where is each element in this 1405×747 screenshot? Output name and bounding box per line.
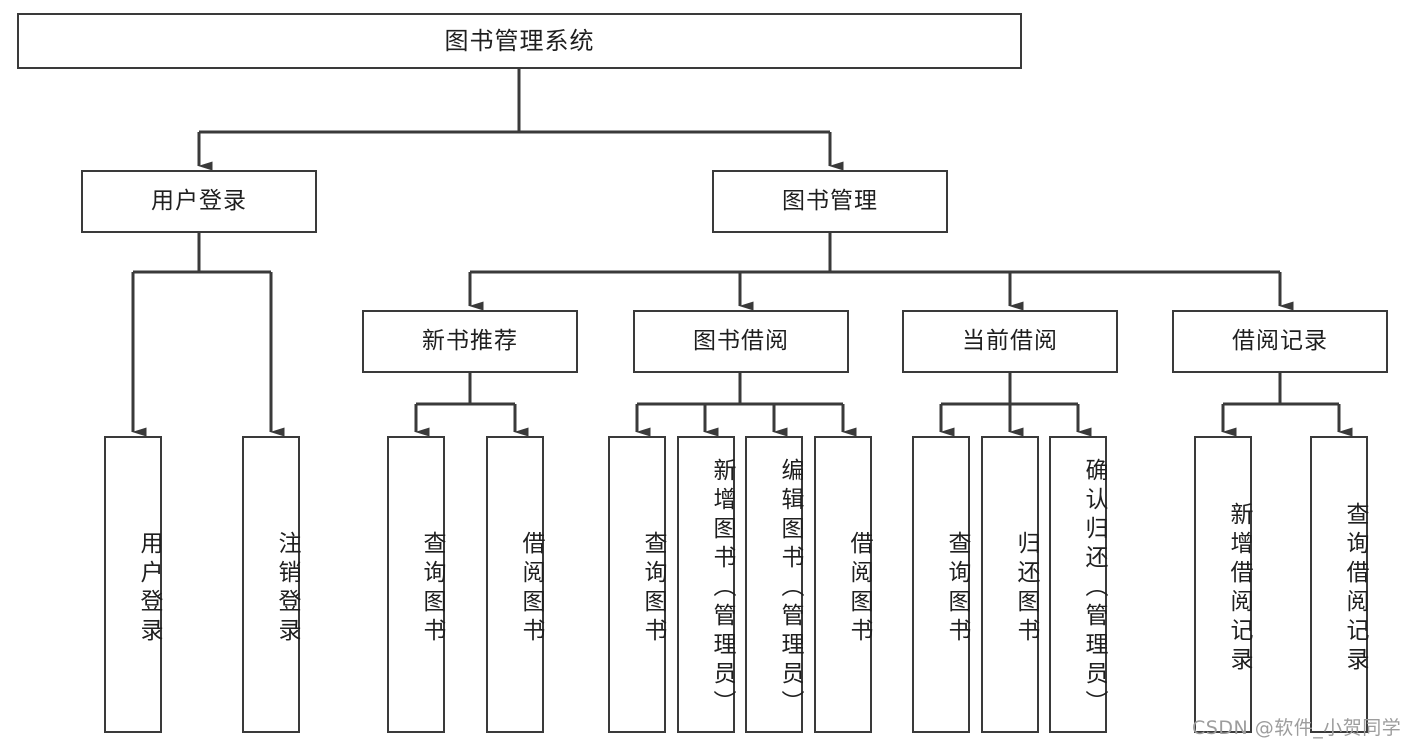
leaf-current-query-book[interactable]: 查询图书 [912, 436, 970, 733]
node-book-borrow[interactable]: 图书借阅 [633, 310, 849, 373]
node-label: 图书借阅 [693, 327, 789, 354]
node-label: 新书推荐 [422, 327, 518, 354]
leaf-user-login[interactable]: 用户登录 [104, 436, 162, 733]
node-label: 当前借阅 [962, 327, 1058, 354]
leaf-record-add[interactable]: 新增借阅记录 [1194, 436, 1252, 733]
node-book-manage[interactable]: 图书管理 [712, 170, 948, 233]
node-label: 新增图书（管理员） [709, 458, 735, 719]
leaf-borrow-add-book[interactable]: 新增图书（管理员） [677, 436, 735, 733]
node-label: 用户登录 [136, 530, 162, 647]
node-current-borrow[interactable]: 当前借阅 [902, 310, 1118, 373]
node-label: 确认归还（管理员） [1081, 458, 1107, 719]
node-label: 查询图书 [640, 530, 666, 647]
node-label: 新增借阅记录 [1226, 501, 1252, 676]
node-label: 编辑图书（管理员） [777, 458, 803, 719]
leaf-borrow-borrow-book[interactable]: 借阅图书 [814, 436, 872, 733]
leaf-current-confirm-return[interactable]: 确认归还（管理员） [1049, 436, 1107, 733]
node-user-login[interactable]: 用户登录 [81, 170, 317, 233]
node-label: 查询图书 [944, 530, 970, 647]
node-root-system[interactable]: 图书管理系统 [17, 13, 1022, 69]
node-label: 借阅图书 [846, 530, 872, 647]
node-label: 查询借阅记录 [1342, 501, 1368, 676]
node-label: 借阅记录 [1232, 327, 1328, 354]
node-label: 借阅图书 [518, 530, 544, 647]
node-borrow-record[interactable]: 借阅记录 [1172, 310, 1388, 373]
node-label: 图书管理 [782, 187, 878, 214]
node-label: 归还图书 [1013, 530, 1039, 647]
leaf-borrow-query-book[interactable]: 查询图书 [608, 436, 666, 733]
leaf-new-book-query[interactable]: 查询图书 [387, 436, 445, 733]
node-label: 查询图书 [419, 530, 445, 647]
node-new-book-recommend[interactable]: 新书推荐 [362, 310, 578, 373]
node-label: 用户登录 [151, 187, 247, 214]
leaf-current-return-book[interactable]: 归还图书 [981, 436, 1039, 733]
leaf-logout[interactable]: 注销登录 [242, 436, 300, 733]
node-label: 图书管理系统 [444, 26, 595, 55]
leaf-borrow-edit-book[interactable]: 编辑图书（管理员） [745, 436, 803, 733]
leaf-new-book-borrow[interactable]: 借阅图书 [486, 436, 544, 733]
watermark: CSDN @软件_小贺同学 [1192, 717, 1402, 739]
leaf-record-query[interactable]: 查询借阅记录 [1310, 436, 1368, 733]
node-label: 注销登录 [274, 530, 300, 647]
